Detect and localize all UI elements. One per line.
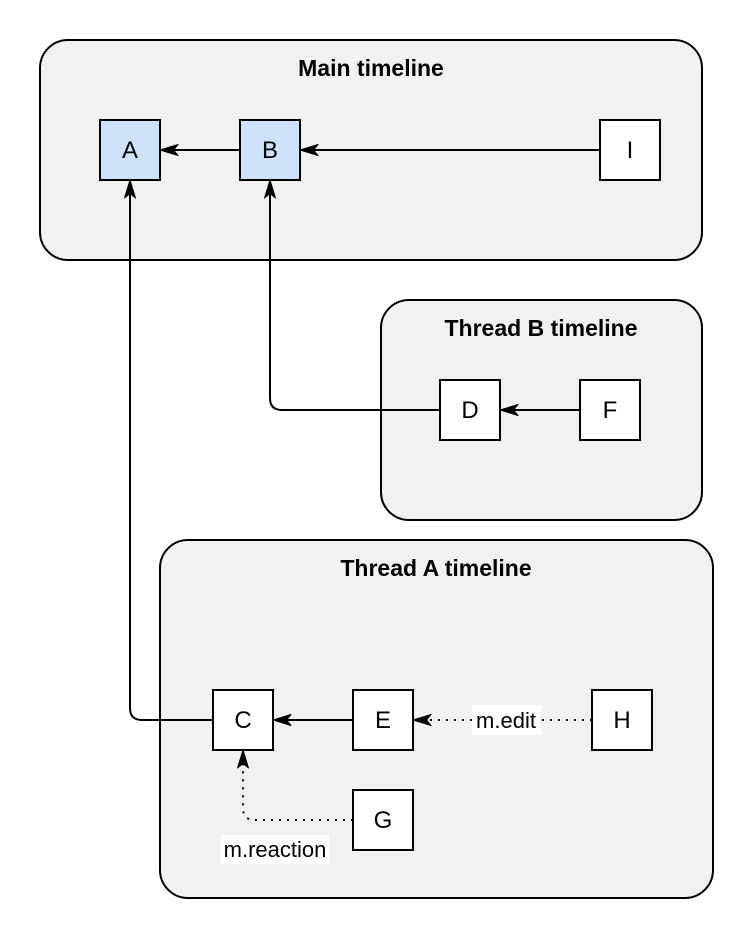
edge-c-to-a [124, 179, 213, 721]
node-g-box [352, 789, 414, 851]
node-i-label: I [627, 137, 634, 164]
edge-label-m-reaction-text: m.reaction [224, 837, 327, 862]
node-g: G [352, 789, 414, 851]
node-f: F [579, 379, 641, 441]
node-d: D [439, 379, 501, 441]
container-main-timeline-title: Main timeline [298, 55, 444, 81]
container-thread-b-timeline-title: Thread B timeline [445, 315, 638, 341]
node-d-label: D [461, 397, 478, 424]
node-a-label: A [122, 137, 138, 164]
edge-label-m-reaction: m.reaction [221, 835, 329, 864]
node-i-box [599, 119, 661, 181]
node-a-box [99, 119, 161, 181]
node-c: C [212, 689, 274, 751]
container-thread-a-timeline-title: Thread A timeline [340, 555, 531, 581]
node-e: E [352, 689, 414, 751]
edge-label-m-reaction-background [221, 835, 329, 864]
node-a: A [99, 119, 161, 181]
node-c-box [212, 689, 274, 751]
node-g-label: G [374, 807, 393, 834]
node-f-box [579, 379, 641, 441]
edge-label-m-edit: m.edit [472, 705, 541, 735]
node-h-box [591, 689, 653, 751]
node-c-label: C [234, 707, 251, 734]
edge-d-to-b [264, 179, 440, 411]
node-b: B [239, 119, 301, 181]
node-e-label: E [375, 707, 391, 734]
node-e-box [352, 689, 414, 751]
edge-label-m-edit-background [472, 705, 541, 735]
node-h-label: H [613, 707, 630, 734]
node-b-box [239, 119, 301, 181]
node-b-label: B [262, 137, 278, 164]
edge-label-m-edit-text: m.edit [476, 708, 536, 733]
node-i: I [599, 119, 661, 181]
node-h: H [591, 689, 653, 751]
node-f-label: F [603, 397, 618, 424]
node-d-box [439, 379, 501, 441]
